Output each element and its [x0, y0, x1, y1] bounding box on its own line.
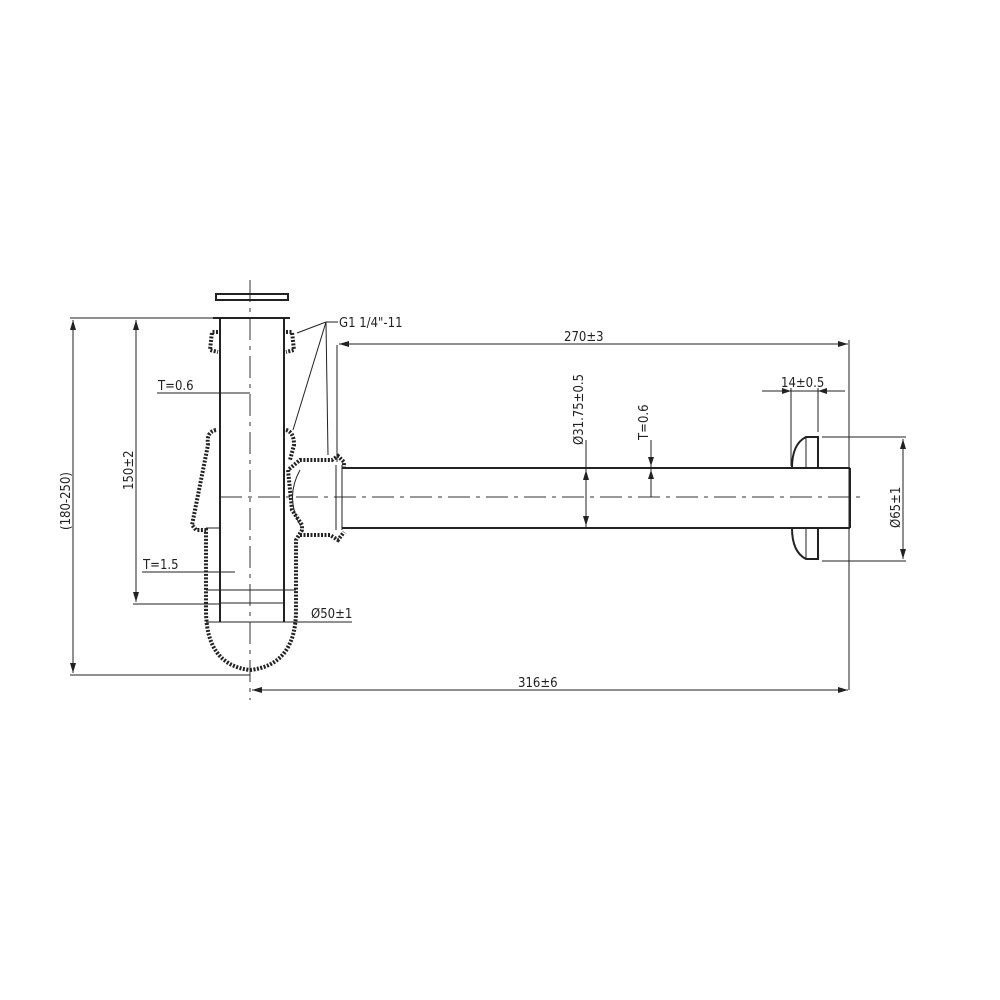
- flange-width-label: 14±0.5: [781, 376, 824, 391]
- thread-label: G1 1/4"-11: [339, 316, 403, 331]
- trap-height-label: 150±2: [122, 450, 137, 490]
- trap-body: [189, 428, 346, 673]
- dim-tail-thickness: T=0.6: [157, 379, 250, 394]
- flange-diameter-label: Ø65±1: [889, 487, 904, 528]
- dim-trap-height: 150±2: [122, 320, 220, 605]
- dim-pipe-diameter: Ø31.75±0.5: [572, 374, 589, 527]
- dim-total-length: 316±6: [252, 676, 848, 693]
- left-nut: [207, 330, 219, 354]
- thread-callout: G1 1/4"-11: [292, 316, 403, 456]
- outlet-socket: [292, 465, 343, 530]
- dim-overall-length: 270±3: [336, 330, 850, 690]
- horizontal-pipe: [342, 467, 851, 529]
- right-nut: [285, 330, 297, 354]
- body-diameter-label: Ø50±1: [311, 607, 352, 622]
- top-washer: [215, 293, 289, 301]
- dim-body-thickness: T=1.5: [142, 558, 235, 573]
- pipe-thickness-label: T=0.6: [637, 404, 652, 441]
- total-length-label: 316±6: [518, 676, 558, 691]
- overall-length-label: 270±3: [564, 330, 604, 345]
- pipe-diameter-label: Ø31.75±0.5: [572, 374, 587, 445]
- tail-thickness-label: T=0.6: [157, 379, 194, 394]
- overall-height-label: (180-250): [59, 472, 74, 530]
- wall-flange: [791, 436, 819, 560]
- dim-pipe-thickness: T=0.6: [637, 404, 654, 497]
- tail-pipe: [213, 317, 290, 623]
- dim-flange-width: 14±0.5: [762, 376, 845, 466]
- dim-body-diameter: Ø50±1: [206, 607, 352, 623]
- dim-flange-diameter: Ø65±1: [822, 436, 906, 562]
- dim-overall-height: (180-250): [59, 317, 250, 676]
- body-thickness-label: T=1.5: [142, 558, 179, 573]
